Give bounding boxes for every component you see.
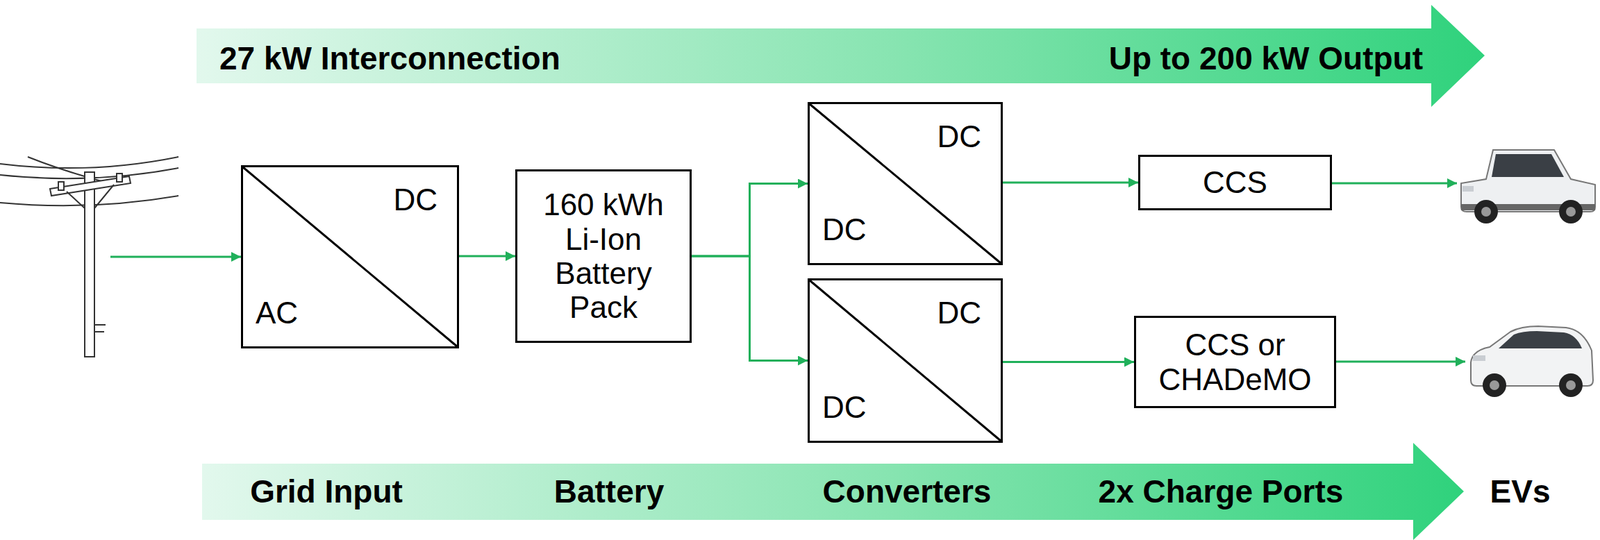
arrow-label: Converters xyxy=(822,474,992,510)
vehicle-feed-arrow xyxy=(1331,182,1457,185)
flow-connector xyxy=(1002,181,1139,185)
pole-insulator xyxy=(116,173,123,182)
flow-band-arrow xyxy=(202,443,1464,540)
converter-diagonal-line xyxy=(243,167,457,347)
truck-window xyxy=(1491,154,1564,178)
car-hub xyxy=(1489,380,1500,391)
truck-wheel xyxy=(1559,200,1583,224)
arrow-label: 2x Charge Ports xyxy=(1098,474,1344,510)
pole-brace xyxy=(66,184,114,209)
pickup-truck xyxy=(1461,150,1596,224)
arrow-label: Battery xyxy=(554,474,665,510)
flow-connector xyxy=(1002,361,1135,364)
flow-band-arrow xyxy=(196,4,1485,107)
power-wire xyxy=(0,156,179,169)
label-anchor: Converters xyxy=(822,474,992,510)
label-anchor: Up to 200 kW Output xyxy=(1109,40,1423,77)
node-text: 160 kWh Li-Ion Battery Pack xyxy=(527,187,680,325)
ac-dc-converter: DC AC xyxy=(240,165,460,349)
pole-bracket xyxy=(94,325,106,332)
label-anchor: Battery xyxy=(554,474,665,510)
car-window xyxy=(1498,331,1582,349)
label-anchor: EVs xyxy=(1490,474,1551,510)
hatchback-car xyxy=(1470,326,1594,398)
pole-shaft xyxy=(84,172,95,357)
truck-hub xyxy=(1565,206,1576,217)
arrow-label: Up to 200 kW Output xyxy=(1109,40,1423,77)
charge-port: CCS or CHADeMO xyxy=(1134,315,1337,409)
car-headlight xyxy=(1472,355,1486,362)
node-text: AC xyxy=(255,295,438,330)
converter-diagonal-line xyxy=(809,104,1001,264)
charge-port: CCS xyxy=(1138,154,1332,211)
truck-headlight xyxy=(1462,186,1474,192)
arrow-label: 27 kW Interconnection xyxy=(219,40,561,77)
converter-diagonal-line xyxy=(809,280,1001,441)
battery-pack: 160 kWh Li-Ion Battery Pack xyxy=(515,169,692,344)
node-text: DC xyxy=(822,119,982,154)
car-wheel xyxy=(1559,373,1583,398)
car-hub xyxy=(1565,380,1576,391)
pole-insulator xyxy=(58,181,64,191)
node-text: DC xyxy=(255,182,438,217)
node-text: DC xyxy=(822,295,982,330)
label-anchor: 27 kW Interconnection xyxy=(219,40,561,77)
node-text: DC xyxy=(822,390,982,425)
truck-wheel xyxy=(1474,200,1498,224)
truck-hub xyxy=(1481,206,1491,217)
car-wheel xyxy=(1482,373,1507,398)
flow-connector xyxy=(691,256,808,362)
arrow-label: EVs xyxy=(1490,474,1551,510)
dc-dc-converter: DC DC xyxy=(807,278,1003,444)
node-text: CCS or CHADeMO xyxy=(1145,327,1325,397)
label-anchor: Grid Input xyxy=(250,474,403,510)
dc-dc-converter: DC DC xyxy=(807,102,1003,266)
vehicle-feed-arrow xyxy=(1336,361,1466,364)
flow-connector xyxy=(691,184,808,257)
node-text: CCS xyxy=(1150,165,1321,200)
arrow-label: Grid Input xyxy=(250,474,403,510)
flow-connector xyxy=(459,255,516,258)
node-text: DC xyxy=(822,212,982,247)
grid-feed-arrow xyxy=(110,256,241,259)
label-anchor: 2x Charge Ports xyxy=(1098,474,1344,510)
